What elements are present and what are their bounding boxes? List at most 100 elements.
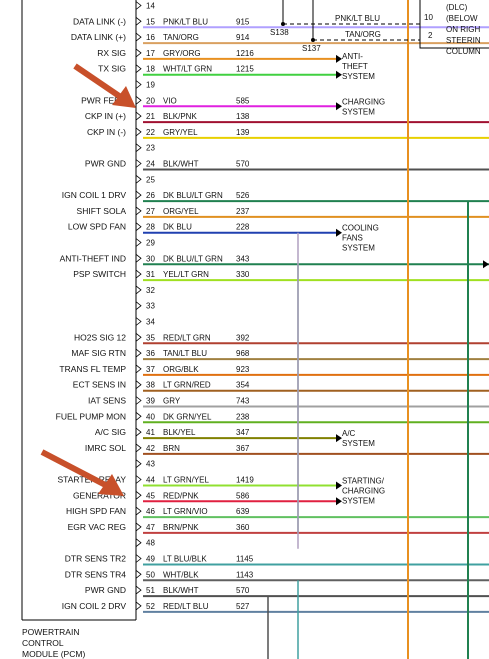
signal-label: CKP IN (-) <box>87 127 126 137</box>
pin-tick <box>135 16 142 26</box>
wire-color-label: ORG/YEL <box>163 207 199 216</box>
signal-label: IAT SENS <box>88 396 126 406</box>
arrow-head-icon <box>336 54 342 63</box>
pin-tick <box>135 206 142 216</box>
pin-number: 17 <box>146 49 155 58</box>
wire-color-label: DK BLU/LT GRN <box>163 191 223 200</box>
signal-label: ECT SENS IN <box>73 380 126 390</box>
pin-tick <box>135 64 142 74</box>
destination-label: SYSTEM <box>342 72 375 81</box>
pin-tick <box>135 396 142 405</box>
pin-tick <box>135 285 142 295</box>
pin-number: 33 <box>146 302 155 311</box>
pin-number: 27 <box>146 207 155 216</box>
pin-tick <box>135 475 142 484</box>
circuit-number: 1145 <box>236 555 254 564</box>
arrow-head-icon <box>336 228 342 237</box>
arrow-head-icon <box>336 70 342 79</box>
signal-label: PWR GND <box>85 159 126 169</box>
wire-color-label: YEL/LT GRN <box>163 270 209 279</box>
circuit-number: 585 <box>236 96 250 105</box>
pin-number: 24 <box>146 160 155 169</box>
module-label-line-2: CONTROL <box>22 638 64 648</box>
pin-number: 34 <box>146 318 155 327</box>
pin-row-19: 19 <box>135 80 155 90</box>
signal-label: CKP IN (+) <box>85 111 126 121</box>
signal-label: A/C SIG <box>95 427 126 437</box>
pin-number: 32 <box>146 286 155 295</box>
circuit-number: 228 <box>236 223 250 232</box>
destination-label: COOLING <box>342 224 379 233</box>
wire-color-label: TAN/ORG <box>163 33 199 42</box>
pin-number: 21 <box>146 112 155 121</box>
pin-number: 40 <box>146 412 155 421</box>
pin-tick <box>135 1 142 10</box>
signal-label: RX SIG <box>97 48 126 58</box>
pin-number: 20 <box>146 96 155 105</box>
circuit-number: 570 <box>236 160 250 169</box>
pin-number: 48 <box>146 539 155 548</box>
signal-label: EGR VAC REG <box>68 522 126 532</box>
circuit-number: 367 <box>236 444 250 453</box>
pin-number: 25 <box>146 175 155 184</box>
pin-number: 46 <box>146 507 155 516</box>
pin-tick <box>135 253 142 263</box>
pin-tick <box>135 364 142 374</box>
module-label-line-1: POWERTRAIN <box>22 627 79 637</box>
signal-label: DATA LINK (+) <box>71 32 126 42</box>
signal-label: HIGH SPD FAN <box>66 506 126 516</box>
splice-dot-icon <box>311 38 315 42</box>
pin-tick <box>135 411 142 421</box>
pin-row-34: 34 <box>135 317 155 327</box>
signal-label: PSP SWITCH <box>73 269 126 279</box>
destination-label: SYSTEM <box>342 244 375 253</box>
pin-row-43: 43 <box>135 459 155 469</box>
wire-color-label: LT GRN/VIO <box>163 507 208 516</box>
pin-tick <box>135 427 142 437</box>
pin-tick <box>135 490 142 500</box>
signal-label: TX SIG <box>98 64 126 74</box>
signal-label: SHIFT SOLA <box>77 206 127 216</box>
signal-label: ANTI-THEFT IND <box>60 253 126 263</box>
pin-number: 29 <box>146 239 155 248</box>
pin-tick <box>135 554 142 563</box>
signal-label: FUEL PUMP MON <box>56 411 126 421</box>
circuit-number: 526 <box>236 191 250 200</box>
top-wire-label: PNK/LT BLU <box>335 14 380 23</box>
arrow-head-icon <box>336 434 342 443</box>
circuit-number: 968 <box>236 349 250 358</box>
wire-color-label: WHT/BLK <box>163 570 199 579</box>
signal-label: DTR SENS TR4 <box>65 569 127 579</box>
top-wire-label-2: TAN/ORG <box>345 30 381 39</box>
pin-number: 51 <box>146 586 155 595</box>
pin-row-32: 32 <box>135 285 155 295</box>
wire-color-label: BRN <box>163 444 180 453</box>
pin-number: 28 <box>146 223 155 232</box>
pin-row-23: 23 <box>135 143 155 153</box>
destination-label: A/C <box>342 429 356 438</box>
circuit-number: 360 <box>236 523 250 532</box>
circuit-number: 1143 <box>236 570 254 579</box>
pin-number: 42 <box>146 444 155 453</box>
pin-tick <box>135 601 142 611</box>
destination-label: SYSTEM <box>342 497 375 506</box>
signal-label: HO2S SIG 12 <box>74 332 126 342</box>
circuit-number: 914 <box>236 33 250 42</box>
signal-label: MAF SIG RTN <box>71 348 126 358</box>
pin-number: 44 <box>146 476 155 485</box>
wire-color-label: DK BLU <box>163 223 192 232</box>
destination-label: CHARGING <box>342 487 385 496</box>
